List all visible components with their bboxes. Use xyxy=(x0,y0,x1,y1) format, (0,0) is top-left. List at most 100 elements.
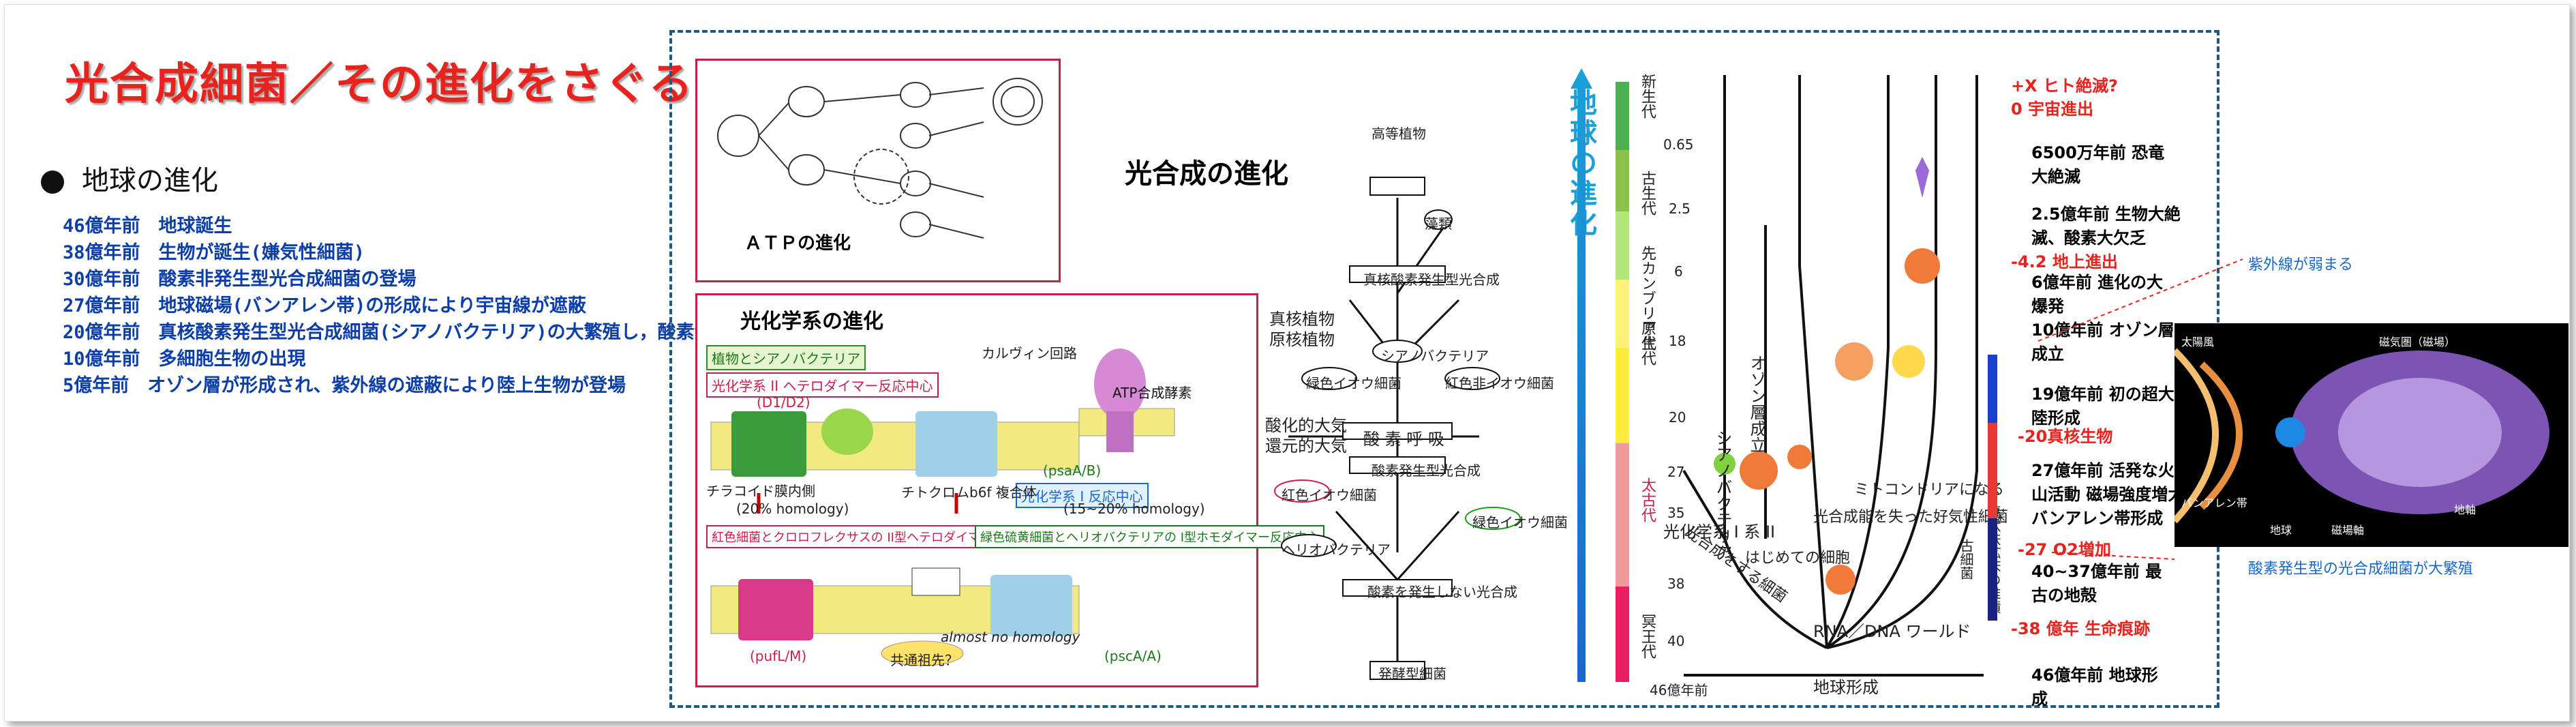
note-dino: 6500万年前 恐竜大絶滅 xyxy=(2031,143,2165,186)
magnetosphere-image: 太陽風 磁気圏（磁場） バンアレン帯 地球 磁場軸 地軸 xyxy=(2172,323,2569,547)
common-ancestor: 共通祖先？ xyxy=(890,652,958,668)
earth-evo-tree xyxy=(1682,75,1984,677)
tick-label: 27 xyxy=(1667,464,1685,480)
node-green-sulfur: 緑色イオウ細菌 xyxy=(1472,514,1568,531)
tick-label: 40 xyxy=(1667,633,1685,649)
tick-label: 18 xyxy=(1669,333,1686,349)
node-purple-nonsulfur: 紅色非イオウ細菌 xyxy=(1445,375,1554,391)
tag-plants: 植物とシアノバクテリア xyxy=(706,345,866,370)
mitochondria-label: ミトコンドリアになる xyxy=(1854,481,2005,499)
note-oldest-rock: 40~37億年前 最古の地殻 xyxy=(2031,562,2162,605)
note-bloom: 酸素発生型の光合成細菌が大繁殖 xyxy=(2248,561,2474,578)
archaea-label: 古細菌 xyxy=(1958,539,1974,580)
node-fermentation: 発酵型細菌 xyxy=(1378,666,1446,682)
no-homology: almost no homology xyxy=(941,629,1080,645)
node-oxygenic: 酸素発生型光合成 xyxy=(1372,462,1481,479)
note-land: -4.2 地上進出 xyxy=(2011,252,2118,271)
atp-label: ＡＴＰの進化 xyxy=(744,233,851,254)
timeline-item: 27億年前 地球磁場(バンアレン帯)の形成により宇宙線が遮蔽 xyxy=(63,295,586,316)
node-oxygen-resp: 酸 素 呼 吸 xyxy=(1363,430,1444,449)
tag-d1d2: (D1/D2) xyxy=(757,394,810,411)
timeline-item: 46億年前 地球誕生 xyxy=(63,216,232,237)
era-label: 原生代 xyxy=(1639,321,1656,366)
era-label: 先カンブリア代 xyxy=(1639,246,1656,351)
earth-evo-arrow xyxy=(1571,68,1592,682)
photo-evo-tree xyxy=(1274,177,1521,680)
photochem-title: 光化学系の進化 xyxy=(740,310,883,333)
note-pointers xyxy=(2037,258,2243,560)
note-ozone: 10億年前 オゾン層成立 xyxy=(2031,321,2175,364)
photo-evo-title: 光合成の進化 xyxy=(1125,158,1288,190)
timeline-item: 30億年前 酸素非発生型光合成細菌の登場 xyxy=(63,269,416,290)
first-cell-label: はじめての細胞 xyxy=(1745,550,1851,567)
note-space: 0 宇宙進出 xyxy=(2011,100,2094,119)
tag-green: 緑色硫黄細菌とヘリオバクテリアの I型ホモダイマー反応中心 xyxy=(975,525,1325,548)
tick-label: 38 xyxy=(1667,576,1685,592)
magnetosphere-diagram xyxy=(2172,348,2549,524)
node-anoxygenic: 酸素を発生しない光合成 xyxy=(1367,584,1517,600)
note-extinction: 2.5億年前 生物大絶滅、酸素大欠乏 xyxy=(2031,205,2181,248)
node-oxidized: 酸化的大気 xyxy=(1265,416,1347,435)
timeline-item: 5億年前 オゾン層が形成され、紫外線の遮蔽により陸上生物が登場 xyxy=(63,375,626,396)
tag-psaab: (psaA/B) xyxy=(1043,462,1102,479)
ozone-layer-label: オゾン層成立 xyxy=(1747,355,1766,453)
thylakoid-label: チラコイド膜内側 xyxy=(706,483,815,499)
timeline-item: 38億年前 生物が誕生(嫌気性細菌) xyxy=(63,242,365,263)
rna-label: RNA／DNA ワールド xyxy=(1813,622,1971,641)
tick-label: 35 xyxy=(1667,505,1685,521)
node-cyano: シアノバクテリア xyxy=(1381,348,1489,364)
tag-psca: (pscA/A) xyxy=(1104,648,1162,664)
label-earth: 地球 xyxy=(2270,524,2292,537)
era-bar xyxy=(1616,82,1629,682)
legend-bars xyxy=(1988,355,1997,621)
label-mag-axis: 磁場軸 xyxy=(2331,524,2365,537)
calvin-label: カルヴィン回路 xyxy=(982,345,1077,361)
note-life: -38 億年 生命痕跡 xyxy=(2011,619,2151,638)
note-human-fate: +X ヒト絶滅? xyxy=(2011,76,2118,95)
ps-system-label: 光化学系 I 系 II xyxy=(1663,522,1776,541)
page-frame xyxy=(4,4,2570,722)
note-cambrian: 6億年前 進化の大爆発 xyxy=(2031,273,2164,316)
page-title: 光合成細菌／その進化をさぐる xyxy=(65,59,694,110)
cytochrome-label: チトクロムb6f 複合体 xyxy=(901,484,1037,501)
atp-evolution-box xyxy=(695,59,1061,282)
homology-1: (20% homology) xyxy=(736,501,849,517)
era-label: 冥王代 xyxy=(1639,614,1656,659)
tick-label: 2.5 xyxy=(1669,201,1691,217)
node-reduced: 還元的大気 xyxy=(1265,436,1347,456)
lost-ps-label: 光合成能を失った好気性細菌 xyxy=(1813,509,2009,526)
earth-formation-label: 地球形成 xyxy=(1813,678,1879,697)
note-uv-weak: 紫外線が弱まる xyxy=(2248,256,2354,273)
tick-label: 46億年前 xyxy=(1650,682,1708,698)
node-eukaryote: 真核植物 xyxy=(1269,310,1335,329)
timeline-list: 46億年前 地球誕生 38億年前 生物が誕生(嫌気性細菌) 30億年前 酸素非発… xyxy=(63,213,768,399)
node-prokaryote: 原核植物 xyxy=(1269,330,1335,349)
homology-2: (15~20% homology) xyxy=(1063,501,1205,517)
tag-ps1: 光化学系 I 反応中心 xyxy=(1016,483,1149,508)
tick-label: 6 xyxy=(1674,263,1683,280)
label-magnetosphere: 磁気圏（磁場） xyxy=(2379,336,2456,348)
section-heading: 地球の進化 xyxy=(41,158,218,198)
note-supercontinent: 19億年前 初の超大陸形成 xyxy=(2031,385,2175,428)
node-algae: 藻類 xyxy=(1425,216,1452,232)
atp-diagram xyxy=(717,78,1043,239)
tick-label: 20 xyxy=(1669,409,1686,426)
node-purple-sulfur: 紅色イオウ細菌 xyxy=(1282,487,1377,503)
tick-label: 0.65 xyxy=(1663,136,1694,153)
timeline-item: 20億年前 真核酸素発生型光合成細菌(シアノバクテリア)の大繁殖し，酸素濃度上昇 xyxy=(63,322,768,343)
node-higher-plants: 高等植物 xyxy=(1372,125,1426,142)
note-volcano: 27億年前 活発な火山活動 磁場強度増大 バンアレン帯形成 xyxy=(2031,461,2185,528)
cyano-label: シアノバクテリア xyxy=(1713,430,1732,561)
node-helio: ヘリオバクテリア xyxy=(1282,541,1391,558)
section-heading-text: 地球の進化 xyxy=(82,165,218,196)
note-earth-form: 46億年前 地球形成 xyxy=(2031,666,2158,709)
label-sun-wind: 太陽風 xyxy=(2181,336,2215,348)
timeline-item: 10億年前 多細胞生物の出現 xyxy=(63,348,306,370)
atp-synthase-label: ATP合成酵素 xyxy=(1112,385,1192,401)
photochem-diagram xyxy=(710,348,1175,666)
node-eukaryote-oxygenic: 真核酸素発生型光合成 xyxy=(1363,271,1500,288)
era-label: 古生代 xyxy=(1639,170,1656,216)
node-green-photo: 緑色イオウ細菌 xyxy=(1306,375,1401,391)
tag-ps2: 光化学系 II ヘテロダイマー反応中心 xyxy=(706,372,939,398)
tag-pufl: (pufL/M) xyxy=(750,648,807,664)
